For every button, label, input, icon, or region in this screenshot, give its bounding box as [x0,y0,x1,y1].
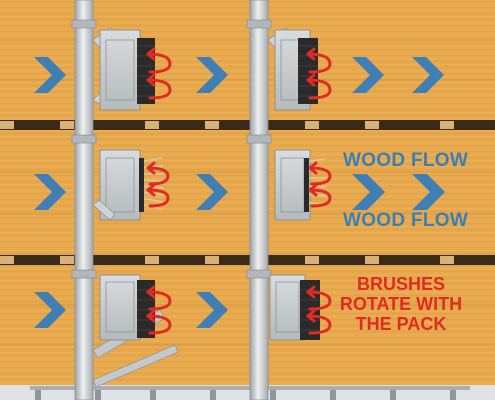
curved-rotation-arrow-icon [146,285,172,311]
frame-post-right [249,0,269,400]
caption-line-3: THE PACK [355,314,447,334]
chevron-right-icon [34,292,66,328]
brush-unit-left-middle [92,149,165,221]
chevron-right-icon [412,57,444,93]
chevron-right-icon [352,57,384,93]
chevron-right-icon [196,57,228,93]
rotation-arrows [146,47,332,335]
chevron-right-icon [196,292,228,328]
curved-rotation-arrow-icon [146,73,172,100]
chevron-right-icon [352,174,385,210]
brushes-rotate-caption: BRUSHES ROTATE WITH THE PACK [336,274,466,334]
curved-rotation-arrow-icon [146,183,170,208]
brush-unit-left-top [92,27,155,111]
wood-flow-label-top: WOOD FLOW [343,150,469,171]
chevron-right-icon [34,174,66,210]
conveyor-base [0,385,495,400]
brush-unit-right-top [267,27,318,111]
curved-rotation-arrow-icon [146,309,172,335]
curved-rotation-arrow-icon [308,183,332,208]
curved-rotation-arrow-icon [306,47,332,74]
brush-unit-left-bottom [99,274,155,341]
curved-rotation-arrow-icon [146,161,170,186]
flow-arrows [34,57,445,328]
curved-rotation-arrow-icon [306,73,332,100]
wood-pack-middle [0,130,495,255]
chevron-right-icon [196,174,228,210]
spacer-rows [0,120,495,265]
curved-rotation-arrow-icon [308,161,332,186]
chevron-right-icon [34,57,66,93]
chevron-right-icon [412,174,445,210]
curved-rotation-arrow-icon [306,285,332,311]
wood-flow-label-bottom: WOOD FLOW [343,210,469,231]
caption-line-2: ROTATE WITH [339,294,463,314]
caption-line-1: BRUSHES [356,274,445,294]
curved-rotation-arrow-icon [306,309,332,335]
frame-post-left [74,0,94,400]
curved-rotation-arrow-icon [146,47,172,74]
